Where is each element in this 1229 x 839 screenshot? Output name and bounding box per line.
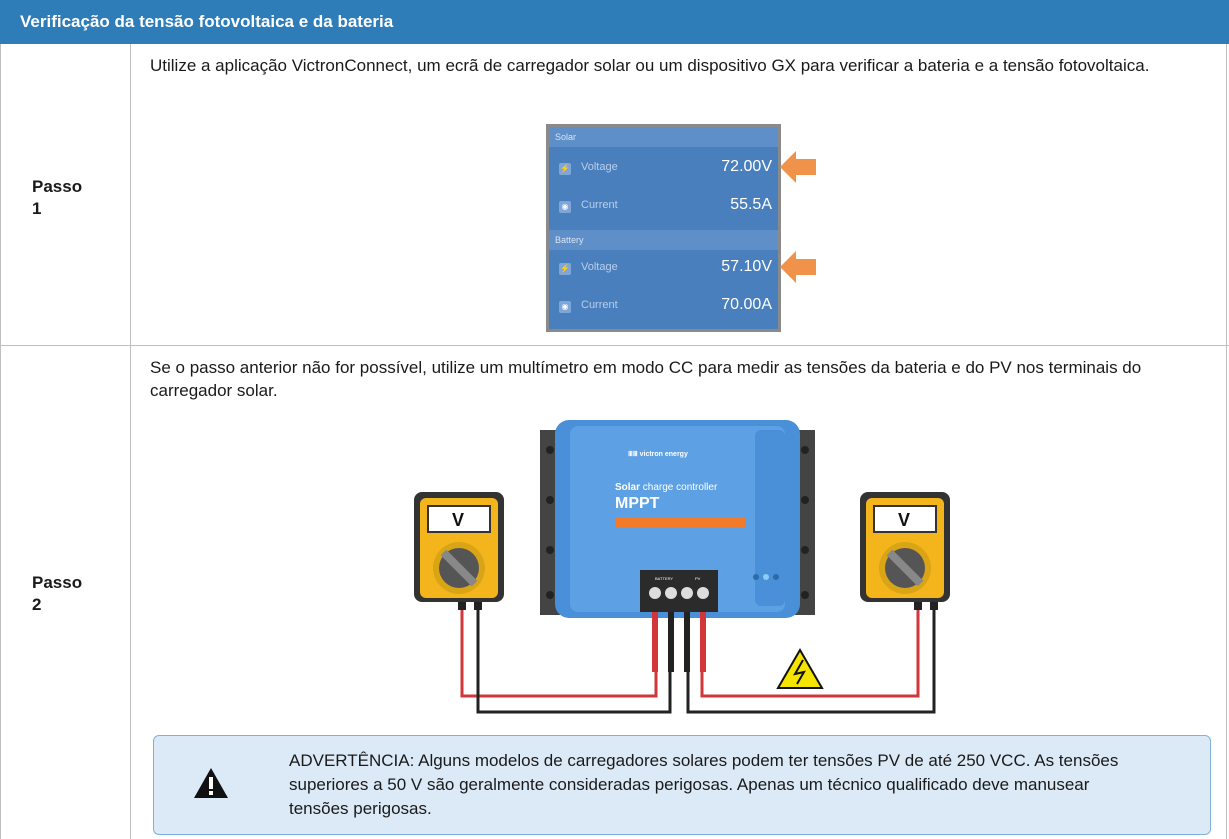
orange-stripe [615, 517, 745, 527]
svg-text:Solar charge controller: Solar charge controller [615, 482, 718, 493]
battery-voltage-arrow-icon [780, 251, 816, 283]
high-voltage-warning-icon [776, 648, 824, 689]
step-label-number: 2 [32, 595, 42, 614]
battery-voltage-row: ⚡ Voltage 57.10V [549, 251, 778, 289]
solar-current-label: Current [581, 199, 618, 211]
victronconnect-screenshot: Solar ⚡ Voltage 72.00V ◉ Current 55.5A B… [546, 124, 781, 332]
step-label-number: 1 [32, 199, 42, 218]
multimeter-left: V [414, 492, 504, 610]
voltage-icon: ⚡ [559, 163, 571, 175]
warning-box: ADVERTÊNCIA: Alguns modelos de carregado… [153, 735, 1211, 835]
step-2-text: Se o passo anterior não for possível, ut… [150, 358, 1142, 400]
current-icon: ◉ [559, 201, 571, 213]
battery-current-label: Current [581, 299, 618, 311]
battery-current-row: ◉ Current 70.00A [549, 289, 778, 327]
solar-section-header: Solar [549, 127, 778, 147]
svg-text:V: V [452, 510, 464, 530]
step-label-1: Passo 1 [32, 176, 112, 220]
current-icon: ◉ [559, 301, 571, 313]
svg-text:MPPT: MPPT [615, 495, 660, 512]
warning-text: ADVERTÊNCIA: Alguns modelos de carregado… [289, 751, 1119, 818]
step-1-text: Utilize a aplicação VictronConnect, um e… [150, 56, 1150, 75]
multimeter-right: V [860, 492, 950, 610]
battery-section-header: Battery [549, 230, 778, 250]
step-row-2: Passo 2 Se o passo anterior não for poss… [0, 346, 1229, 839]
svg-text:PV: PV [695, 576, 701, 581]
battery-current-value: 70.00A [721, 296, 772, 313]
table-header: Verificação da tensão fotovoltaica e da … [0, 0, 1229, 44]
solar-voltage-label: Voltage [581, 161, 618, 173]
column-divider [130, 44, 131, 839]
multimeter-wiring-diagram: ⅢⅢ victron energy Solar charge controlle… [414, 420, 950, 714]
step-label-word: Passo [32, 177, 83, 196]
step-row-1: Passo 1 Utilize a aplicação VictronConne… [0, 44, 1229, 346]
solar-current-row: ◉ Current 55.5A [549, 189, 778, 227]
battery-voltage-label: Voltage [581, 261, 618, 273]
warning-triangle-icon [194, 768, 228, 798]
battery-voltage-value: 57.10V [721, 258, 772, 275]
voltage-icon: ⚡ [559, 263, 571, 275]
brand-logo: ⅢⅢ victron energy [628, 450, 688, 458]
svg-text:V: V [898, 510, 910, 530]
step-label-2: Passo 2 [32, 572, 112, 616]
solar-voltage-value: 72.00V [721, 158, 772, 175]
solar-voltage-arrow-icon [780, 151, 816, 183]
step-label-word: Passo [32, 573, 83, 592]
svg-text:BATTERY: BATTERY [655, 576, 673, 581]
solar-current-value: 55.5A [730, 196, 772, 213]
solar-voltage-row: ⚡ Voltage 72.00V [549, 151, 778, 189]
